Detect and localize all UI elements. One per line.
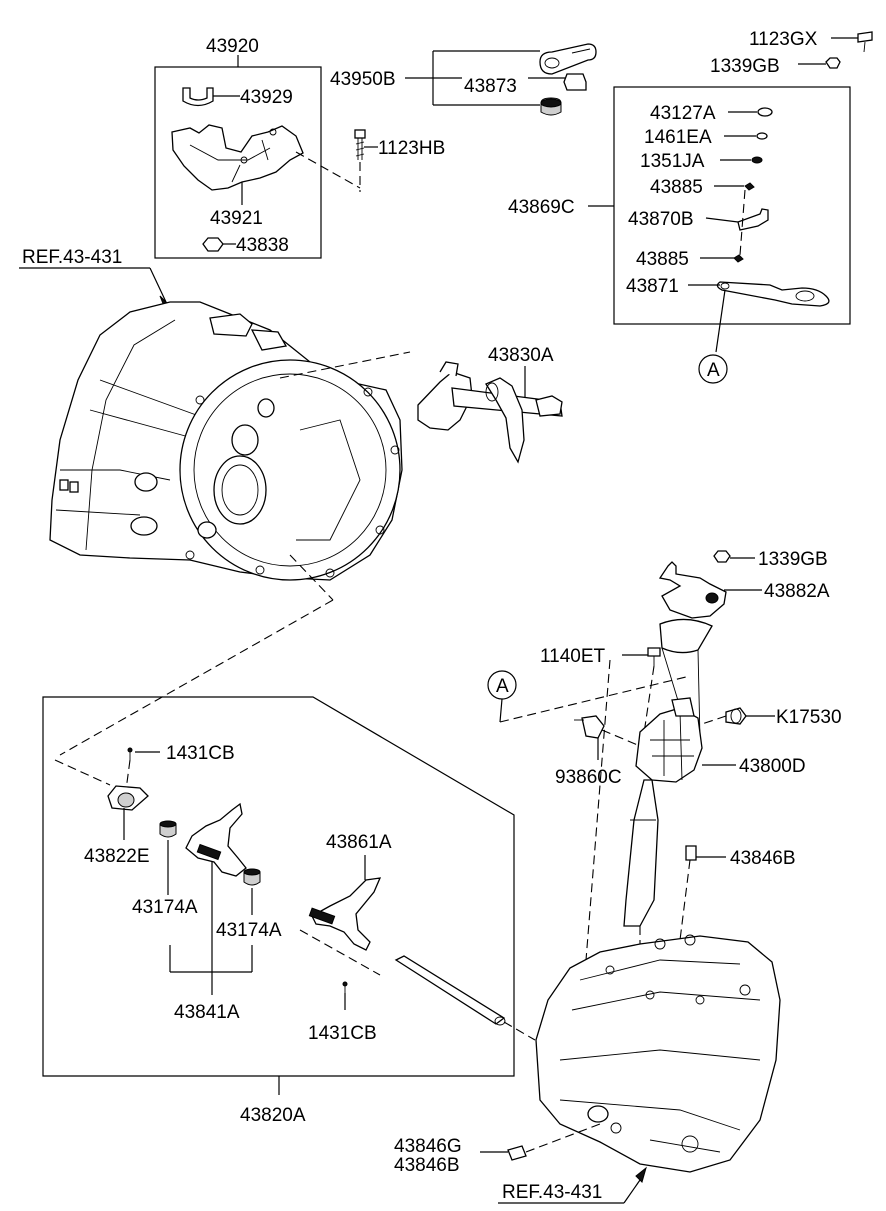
label-43127a: 43127A [650,103,716,124]
label-ref-top: REF.43-431 [22,247,122,268]
plug-43846g [507,1145,527,1161]
washer-1461ea [756,132,768,140]
label-1461ea: 1461EA [644,127,712,148]
label-43830a: 43830A [488,345,554,366]
shift-control-assembly [487,550,775,961]
label-1431cb-bottom: 1431CB [308,1023,377,1044]
label-43869c: 43869C [508,197,575,218]
label-43174a-right: 43174A [216,920,282,941]
label-43873: 43873 [464,76,517,97]
switch-k17530 [725,707,747,725]
label-1123gx: 1123GX [749,29,818,50]
bolt-1123hb-head [354,129,366,139]
group-top-right [798,31,873,69]
nut-1339gb-top [825,57,841,69]
group-43820a [42,696,536,1095]
boot-43882a [659,618,713,654]
bushing-43873 [563,73,587,91]
label-43820a: 43820A [240,1105,306,1126]
shift-fork-43830a [279,351,563,464]
nut-1339gb-mid [713,550,731,563]
group-43869c [588,86,851,384]
bell-flange [179,359,401,581]
label-43929: 43929 [240,87,293,108]
housing-43800d [635,707,703,783]
pin-43127a [757,107,773,117]
dash-housing-1 [289,554,334,601]
case-outline [535,935,781,1173]
label-ref-bottom: REF.43-431 [502,1182,602,1203]
dash-housing-2 [59,599,334,756]
label-43870b: 43870B [628,209,694,230]
label-43822e: 43822E [84,846,150,867]
part-labels: 43920 43929 43921 43838 1123HB 43950B 43… [22,29,842,1203]
label-43174a-left: 43174A [132,897,198,918]
label-43950b: 43950B [330,69,396,90]
label-43882a: 43882A [764,581,830,602]
fork-43830a-left [417,371,473,431]
clip-43929 [182,87,214,107]
label-1140et: 1140ET [540,646,606,667]
fork-43841a [185,802,247,877]
label-43871: 43871 [626,276,679,297]
callout-a-top [698,354,728,384]
lever-43871 [716,281,830,307]
label-43861a: 43861A [326,832,392,853]
ref-arrow-bottom [635,1166,647,1183]
washer-43885-a [744,182,755,191]
label-43846g: 43846G [394,1136,462,1157]
label-43885-b: 43885 [636,249,689,270]
label-43838: 43838 [236,235,289,256]
label-k17530: K17530 [776,707,842,728]
bolt-1140et [647,647,661,657]
fork-43830a-mid [485,377,525,464]
label-1351ja: 1351JA [640,151,705,172]
label-43885-a: 43885 [650,177,703,198]
nut-43838 [202,237,224,252]
label-1431cb-top: 1431CB [166,743,235,764]
washer-43885-b [733,254,744,263]
label-43846b-bottom: 43846B [394,1155,460,1176]
bore-upper [231,424,259,456]
group-43920 [154,55,378,259]
callout-label-a-mid: A [496,676,509,697]
lever-43870b [737,208,769,231]
plate-43950b [539,43,597,75]
label-1339gb-top: 1339GB [710,56,780,77]
label-43841a: 43841A [174,1002,240,1023]
bolt-1123gx [857,31,873,43]
label-43800d: 43800D [739,756,806,777]
switch-93860c [581,715,605,739]
control-shaft [623,779,659,927]
label-1339gb-mid: 1339GB [758,549,828,570]
clip-1351ja [751,156,763,164]
callout-label-a-top: A [707,360,720,381]
label-43920: 43920 [206,36,259,57]
label-43846b-mid: 43846B [730,848,796,869]
plug-43846b-mid [685,845,697,861]
fork-43861a [311,877,382,951]
label-1123hb: 1123HB [378,138,445,159]
transaxle-housing-right [480,934,781,1204]
label-93860c: 93860C [555,767,622,788]
box-43820a [42,696,515,1077]
lever-43882a [658,561,727,619]
label-43921: 43921 [210,208,263,229]
bracket-43921 [171,124,304,191]
oil-seal [197,521,217,539]
group-43950b [405,43,597,116]
transaxle-housing-left [19,267,403,581]
shift-rail [394,955,506,1025]
